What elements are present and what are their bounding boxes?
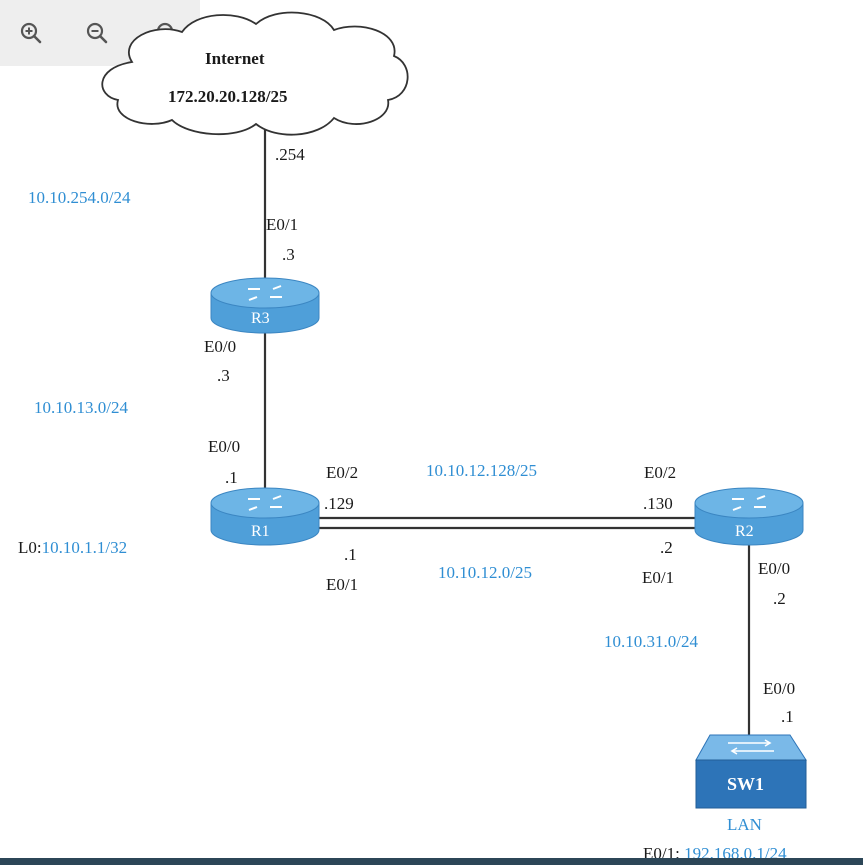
r2-e00-ip-label: .2 [773, 589, 786, 608]
subnet-label-10-10-31: 10.10.31.0/24 [604, 632, 698, 651]
sw1-e00-ip-label: .1 [781, 707, 794, 726]
router-r2-label: R2 [735, 523, 754, 540]
router-r1-icon [210, 487, 320, 546]
r1-e02-ip-label: .129 [324, 494, 354, 513]
router-r2-icon [694, 487, 804, 546]
subnet-label-10-10-12-0: 10.10.12.0/25 [438, 563, 532, 582]
loopback-address: 10.10.1.1/32 [41, 538, 128, 557]
r1-e00-interface-label: E0/0 [208, 437, 241, 456]
r1-e02-interface-label: E0/2 [326, 463, 359, 482]
r2-e02-ip-label: .130 [643, 494, 673, 513]
bottom-bar [0, 858, 863, 865]
switch-sw1-icon [695, 734, 807, 809]
r1-loopback-label: L0:10.10.1.1/32 [18, 538, 127, 558]
r1-e00-ip-label: .1 [225, 468, 238, 487]
r3-e00-interface-label: E0/0 [204, 337, 237, 356]
zoom-out-icon [86, 22, 108, 44]
zoom-in-button[interactable] [14, 16, 48, 50]
r2-e01-ip-label: .2 [660, 538, 673, 557]
internet-cloud-icon [101, 11, 409, 136]
internet-subnet: 172.20.20.128/25 [168, 87, 288, 106]
r2-e02-interface-label: E0/2 [644, 463, 677, 482]
switch-sw1-label: SW1 [727, 774, 765, 794]
r3-e01-interface-label: E0/1 [266, 215, 299, 234]
r2-e00-interface-label: E0/0 [758, 559, 791, 578]
r1-e01-interface-label: E0/1 [326, 575, 359, 594]
router-r3-icon [210, 277, 320, 334]
router-r3-label: R3 [251, 310, 270, 327]
zoom-in-icon [20, 22, 42, 44]
r3-e00-ip-label: .3 [217, 366, 230, 385]
internet-title: Internet [205, 49, 265, 68]
r3-e01-ip-label: .3 [282, 245, 295, 264]
sw1-e00-interface-label: E0/0 [763, 679, 796, 698]
loopback-prefix: L0: [18, 538, 42, 557]
subnet-label-10-10-13: 10.10.13.0/24 [34, 398, 128, 417]
internet-ip-label: .254 [275, 145, 305, 164]
subnet-label-10-10-254: 10.10.254.0/24 [28, 188, 131, 207]
zoom-out-button[interactable] [80, 16, 114, 50]
lan-label: LAN [727, 815, 762, 834]
r2-e01-interface-label: E0/1 [642, 568, 675, 587]
router-r1-label: R1 [251, 523, 270, 540]
r1-e01-ip-label: .1 [344, 545, 357, 564]
subnet-label-10-10-12-128: 10.10.12.128/25 [426, 461, 537, 480]
